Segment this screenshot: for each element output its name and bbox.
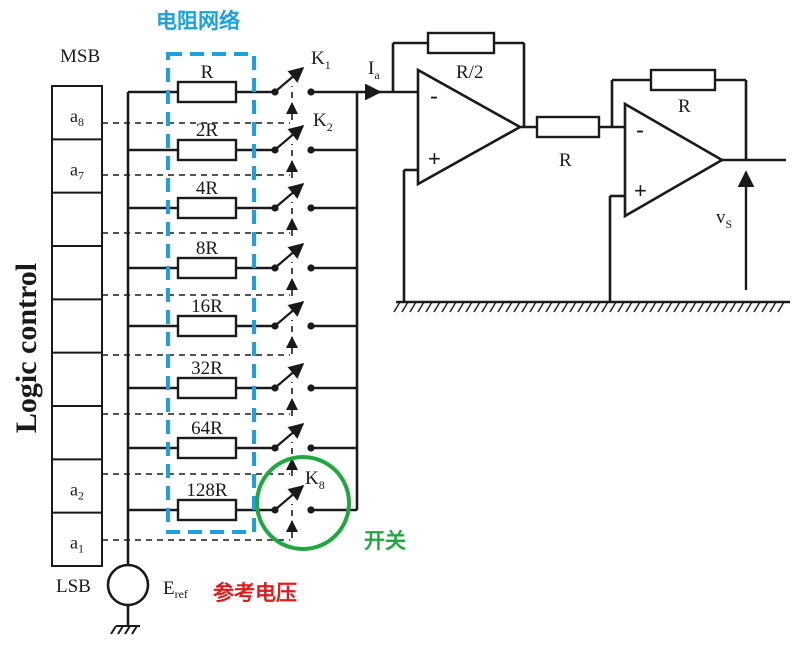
control-lines xyxy=(102,122,290,541)
switch-blade xyxy=(275,485,305,510)
ladder-resistor-label: R xyxy=(201,62,214,83)
coupling-resistor: R xyxy=(520,115,625,171)
ladder-resistor-label: 8R xyxy=(196,238,219,259)
switch-contact xyxy=(307,204,315,212)
reference-source-label: Eref xyxy=(163,578,188,601)
ladder-resistor xyxy=(176,436,238,460)
ladder-resistor xyxy=(176,196,238,220)
switch-contact xyxy=(307,506,315,514)
switch-contact xyxy=(307,384,315,392)
ladder-row: 2R xyxy=(128,120,357,178)
reference-bus: Eref xyxy=(106,92,188,635)
op-amp-2-minus: - xyxy=(636,117,644,144)
actuator-arrow xyxy=(286,218,298,230)
switch-contact xyxy=(307,444,315,452)
actuator-arrow xyxy=(286,398,298,410)
ground-hatch xyxy=(110,625,138,635)
logic-control-block: a8 a7 a2 a1 Logic control MSB LSB xyxy=(10,46,103,597)
reference-annotation: 参考电压 xyxy=(213,581,297,605)
actuator-arrow xyxy=(286,458,298,470)
logic-cell-label: a7 xyxy=(70,159,84,182)
logic-register xyxy=(51,85,103,567)
coupling-resistor-label: R xyxy=(559,150,572,171)
lsb-label: LSB xyxy=(56,576,91,597)
ladder-resistor-label: 32R xyxy=(191,358,223,379)
op-amp-2-feedback-label: R xyxy=(678,96,691,117)
ladder-resistor-label: 16R xyxy=(191,296,223,317)
switch-label: K1 xyxy=(311,48,331,72)
ladder-resistor xyxy=(176,80,238,104)
op-amp-1-feedback-label: R/2 xyxy=(456,62,483,83)
ladder-resistor-label: 64R xyxy=(191,418,223,439)
logic-cell-label: a1 xyxy=(70,533,84,556)
ladder-resistor xyxy=(176,314,238,338)
switch-blade xyxy=(275,423,305,448)
logic-cell-label: a2 xyxy=(70,479,84,502)
switch-blade xyxy=(275,301,305,326)
op-amp-1: - + R/2 xyxy=(391,31,526,302)
switch-annotation: 开关 xyxy=(364,529,406,553)
ladder-resistor xyxy=(176,376,238,400)
msb-label: MSB xyxy=(60,46,100,67)
switch-label: K2 xyxy=(313,110,333,134)
reference-source xyxy=(106,563,150,607)
switch-label: K8 xyxy=(305,468,325,492)
ladder-resistor xyxy=(176,498,238,522)
op-amp-1-minus: - xyxy=(430,83,438,110)
op-amp-1-plus: + xyxy=(428,146,441,171)
switch-blade xyxy=(275,363,305,388)
ladder-row: 8R xyxy=(128,238,357,296)
ladder-resistor-label: 128R xyxy=(186,480,228,501)
actuator-arrow xyxy=(286,336,298,348)
switch-blade xyxy=(275,243,305,268)
ladder-resistor-label: 2R xyxy=(196,120,219,141)
ladder-row: 128R xyxy=(128,480,357,538)
ladder-resistor xyxy=(176,138,238,162)
logic-cell-label: a8 xyxy=(70,106,84,129)
ground-rail xyxy=(393,300,790,313)
actuator-arrow xyxy=(286,160,298,172)
ladder-resistor xyxy=(176,256,238,280)
actuator-arrow xyxy=(286,102,298,114)
logic-title: Logic control xyxy=(10,263,43,433)
ladder-resistor-label: 4R xyxy=(196,178,219,199)
actuator-arrow xyxy=(286,278,298,290)
switch-contact xyxy=(307,264,315,272)
switch-contact xyxy=(307,322,315,330)
op-amp-2-plus: + xyxy=(634,178,647,203)
actuator-arrow xyxy=(286,520,298,532)
ladder-row: R xyxy=(128,62,357,120)
current-label: Ia xyxy=(368,58,380,82)
switch-blade xyxy=(275,67,305,92)
switch-blade xyxy=(275,183,305,208)
ladder-row: 32R xyxy=(128,358,357,416)
resistor-network-title: 电阻网络 xyxy=(156,9,240,33)
output-voltage-label: vS xyxy=(716,207,732,231)
switch-highlight xyxy=(255,455,351,551)
ladder-row: 16R xyxy=(128,296,357,354)
resistor-network-highlight xyxy=(166,52,256,534)
output-voltage: vS xyxy=(716,170,755,290)
switch-contact xyxy=(307,88,315,96)
switch-blade xyxy=(275,125,305,150)
summing-bus: Ia xyxy=(355,58,416,510)
ladder-row: 64R xyxy=(128,418,357,476)
switch-contact xyxy=(307,146,315,154)
ladder-row: 4R xyxy=(128,178,357,236)
op-amp-2: - + R xyxy=(608,68,786,302)
